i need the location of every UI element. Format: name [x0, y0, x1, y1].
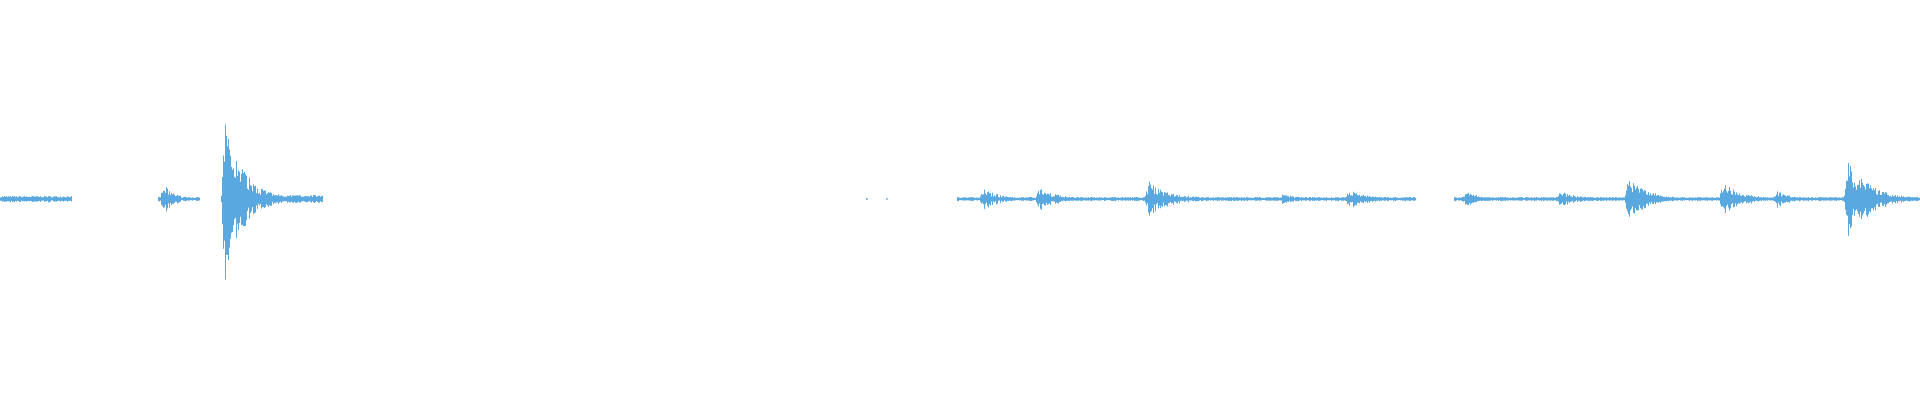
waveform-path [0, 124, 1920, 280]
